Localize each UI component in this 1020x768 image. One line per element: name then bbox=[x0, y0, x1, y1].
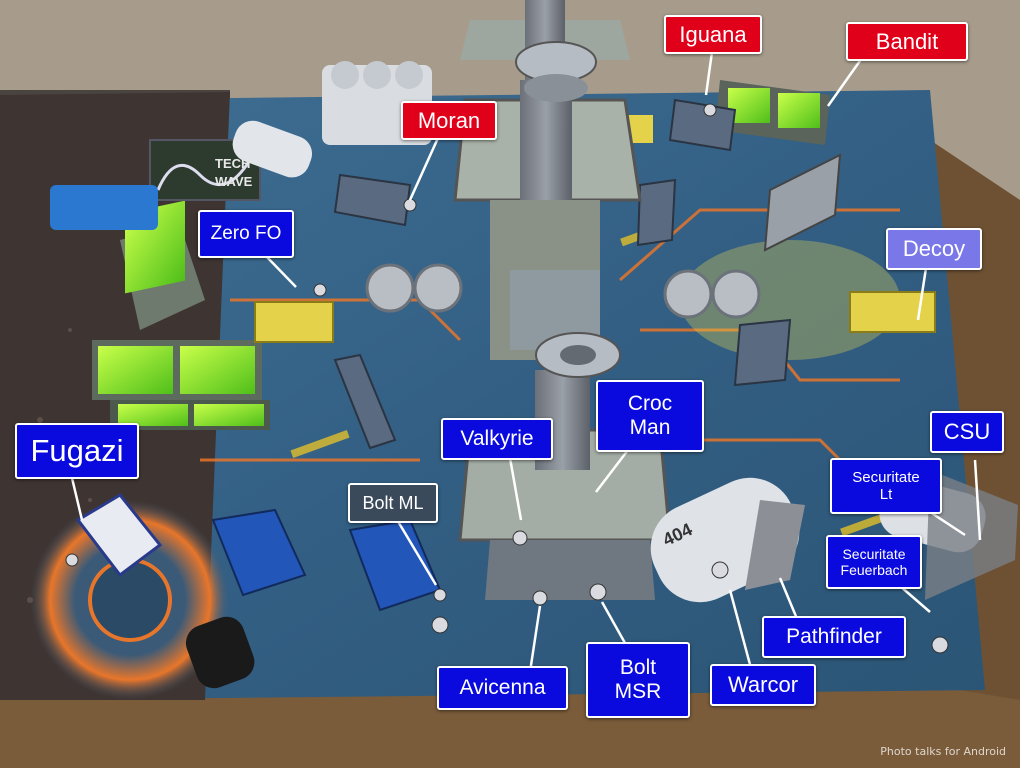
callout-valkyrie: Valkyrie bbox=[441, 418, 553, 460]
callout-valkyrie-label: Valkyrie bbox=[460, 426, 534, 450]
miniatures bbox=[65, 103, 949, 654]
callout-securitate-feuerbach: Securitate Feuerbach bbox=[826, 535, 922, 589]
callout-moran: Moran bbox=[401, 101, 497, 140]
callout-securitate-feuerbach-line2: Feuerbach bbox=[840, 562, 908, 578]
black-device bbox=[185, 616, 255, 689]
callout-croc-man-line2: Man bbox=[629, 416, 671, 439]
callout-warcor: Warcor bbox=[710, 664, 816, 706]
dish-wall bbox=[763, 153, 842, 252]
callout-bandit-label: Bandit bbox=[875, 28, 939, 54]
right-rail bbox=[925, 470, 1018, 600]
callout-avicenna: Avicenna bbox=[437, 666, 568, 710]
blue-case bbox=[50, 185, 158, 230]
table-edge bbox=[0, 690, 1020, 768]
central-tower bbox=[453, 0, 672, 600]
fugazi-container bbox=[75, 493, 163, 578]
callout-iguana: Iguana bbox=[664, 15, 762, 54]
callout-pathfinder-label: Pathfinder bbox=[786, 624, 882, 648]
callout-securitate-lt: Securitate Lt bbox=[830, 458, 942, 514]
callout-bolt-msr-line2: MSR bbox=[614, 680, 662, 703]
callout-decoy: Decoy bbox=[886, 228, 982, 270]
yellow-crate-left bbox=[254, 301, 334, 343]
callout-zero-fo-label: Zero FO bbox=[210, 223, 282, 245]
callout-moran-label: Moran bbox=[417, 107, 481, 133]
callout-bolt-ml: Bolt ML bbox=[348, 483, 438, 523]
callout-zero-fo: Zero FO bbox=[198, 210, 294, 258]
callout-fugazi-label: Fugazi bbox=[30, 433, 124, 469]
callout-avicenna-label: Avicenna bbox=[459, 675, 546, 699]
callout-fugazi: Fugazi bbox=[15, 423, 139, 479]
target-inner bbox=[88, 558, 172, 642]
callout-pathfinder: Pathfinder bbox=[762, 616, 906, 658]
callout-bolt-msr-line1: Bolt bbox=[619, 655, 657, 679]
callout-croc-man-line1: Croc bbox=[627, 391, 673, 415]
callout-warcor-label: Warcor bbox=[727, 672, 799, 698]
blue-container-1 bbox=[211, 508, 307, 597]
callout-iguana-label: Iguana bbox=[679, 21, 747, 47]
callout-bolt-ml-label: Bolt ML bbox=[362, 492, 424, 513]
large-tank: 404 bbox=[650, 477, 805, 603]
callout-securitate-lt-line2: Lt bbox=[879, 486, 893, 503]
callout-csu: CSU bbox=[930, 411, 1004, 453]
scatter-walls bbox=[333, 98, 792, 450]
callout-bolt-msr: Bolt MSR bbox=[586, 642, 690, 718]
callout-csu-label: CSU bbox=[943, 419, 991, 445]
callout-securitate-feuerbach-line1: Securitate bbox=[842, 545, 906, 562]
watermark-text: Photo talks for Android bbox=[880, 745, 1006, 758]
callout-bandit: Bandit bbox=[846, 22, 968, 61]
callout-securitate-lt-line1: Securitate bbox=[852, 468, 920, 486]
fan-pads bbox=[365, 263, 761, 319]
callout-croc-man: Croc Man bbox=[596, 380, 704, 452]
sign-text-2: WAVE bbox=[215, 174, 253, 189]
callout-decoy-label: Decoy bbox=[902, 236, 966, 262]
bandit-container bbox=[715, 80, 830, 145]
